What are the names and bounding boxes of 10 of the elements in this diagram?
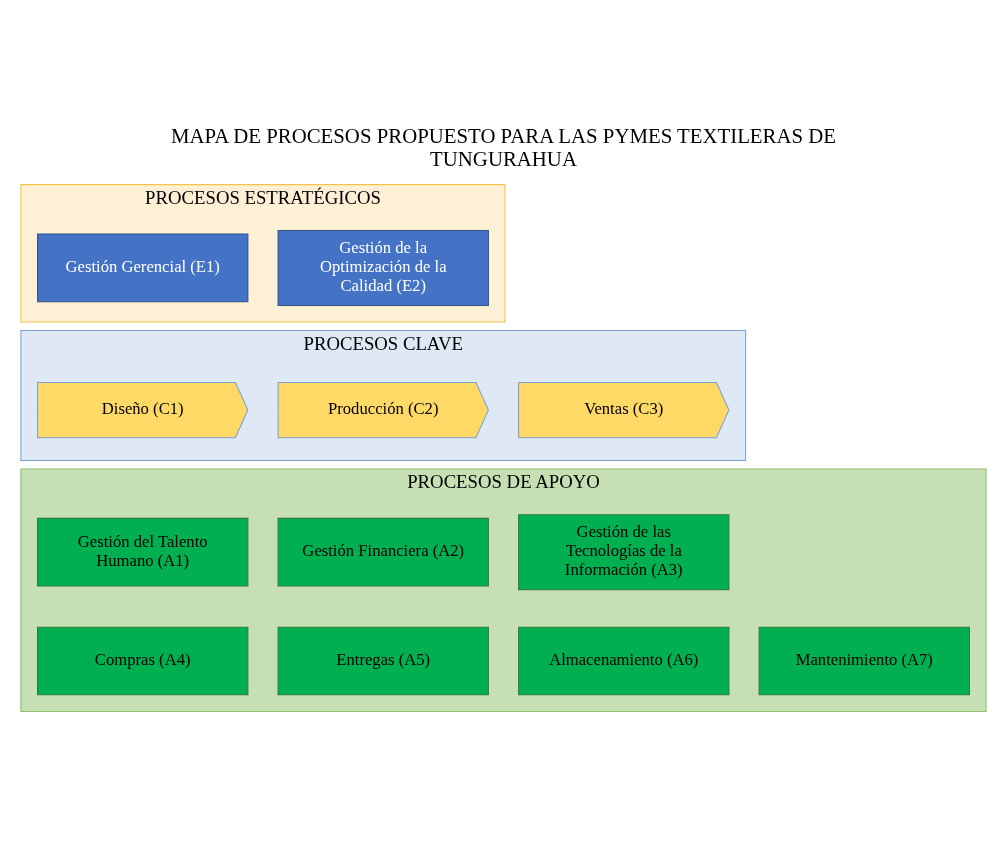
diagram-title: MAPA DE PROCESOS PROPUESTO PARA LAS PYMES TEXTILERAS DE TUNGURAHUA	[170, 123, 837, 171]
node-box: Gestión de la Optimización de la Calidad (E2)	[277, 229, 489, 306]
node-box: Mantenimiento (A7)	[758, 626, 970, 695]
node-box: Gestión del Talento Humano (A1)	[37, 517, 249, 587]
node-box: Almacenamiento (A6)	[518, 626, 730, 695]
node-box: Entregas (A5)	[277, 626, 489, 695]
node-box: Compras (A4)	[37, 626, 249, 695]
node-box: Gestión Gerencial (E1)	[37, 233, 249, 302]
node-box: Gestión de las Tecnologías de la Información (A3)	[518, 513, 730, 590]
node-box: Gestión Financiera (A2)	[277, 517, 489, 587]
